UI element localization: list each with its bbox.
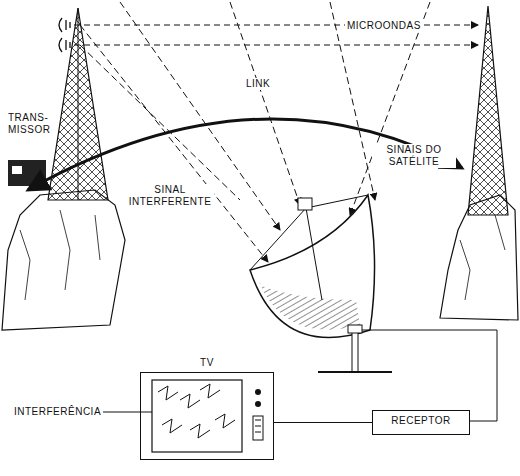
device-label: TV bbox=[141, 357, 273, 368]
signal-label: SINAIS DO SATÉLITE bbox=[372, 144, 456, 168]
satellite-signals bbox=[80, 2, 430, 262]
part-label: INTERFERÊNCIA bbox=[12, 406, 103, 418]
signal-cable bbox=[274, 422, 372, 423]
box-label: RECEPTOR bbox=[373, 411, 469, 430]
microwave-antennas bbox=[59, 18, 70, 52]
receiver-box: RECEPTOR bbox=[372, 410, 470, 435]
tv-set bbox=[152, 380, 263, 452]
part-label: TRANS- MISSOR bbox=[6, 112, 54, 136]
link-arc bbox=[28, 119, 462, 190]
signal-label: MICROONDAS bbox=[345, 20, 423, 32]
right-tower bbox=[468, 6, 508, 215]
left-tower bbox=[48, 8, 108, 200]
signal-label: SINAL INTERFERENTE bbox=[126, 184, 214, 208]
dish-cable bbox=[362, 330, 497, 421]
link-label: LINK bbox=[244, 78, 272, 90]
left-mountain bbox=[2, 190, 125, 330]
tv-frame: TV bbox=[140, 372, 274, 460]
satellite-dish bbox=[250, 195, 392, 372]
leader-line bbox=[96, 412, 152, 413]
